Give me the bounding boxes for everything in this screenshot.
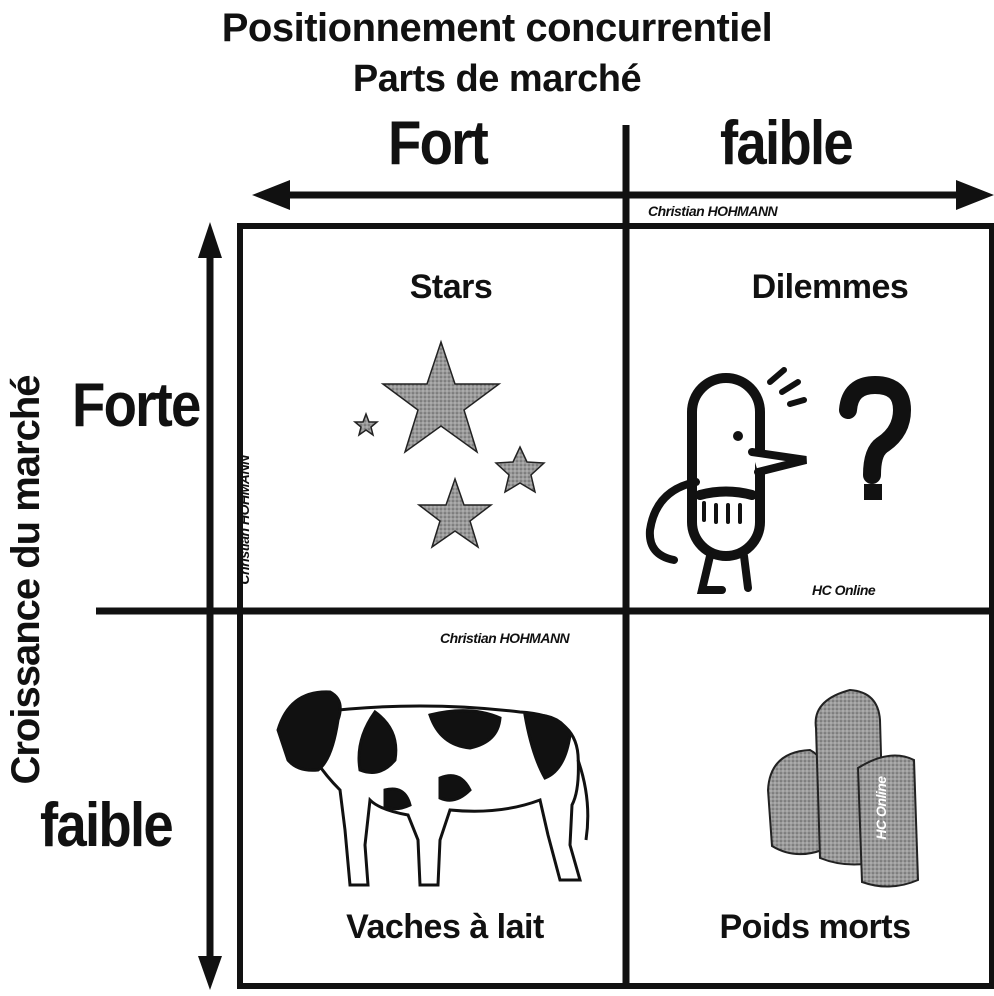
- y-axis-top-label: Forte: [72, 371, 201, 440]
- x-axis-right-label: faible: [720, 109, 854, 178]
- question-bird-icon: [645, 367, 912, 594]
- credit-trash-bag: HC Online: [873, 776, 889, 840]
- stars-icon: [352, 339, 546, 549]
- matrix-grid: [96, 125, 994, 989]
- credit-hc-online: HC Online: [812, 582, 876, 598]
- cow-icon: [276, 690, 590, 887]
- chart-title-line2: Parts de marché: [352, 58, 642, 100]
- quadrant-label-vaches-a-lait: Vaches à lait: [346, 908, 544, 946]
- trash-bags-icon: [766, 688, 920, 888]
- chart-title-line1: Positionnement concurrentiel: [221, 6, 773, 50]
- x-axis-left-label: Fort: [388, 109, 489, 178]
- quadrant-label-dilemmes: Dilemmes: [751, 268, 909, 306]
- y-axis-bottom-label: faible: [40, 791, 174, 860]
- credit-vertical: Christian HOHMANN: [236, 455, 252, 585]
- quadrant-label-stars: Stars: [409, 268, 493, 306]
- vertical-axis-arrow: [198, 222, 222, 990]
- credit-top: Christian HOHMANN: [648, 203, 778, 219]
- y-axis-title: Croissance du marché: [4, 375, 48, 785]
- credit-bottom-left: Christian HOHMANN: [440, 630, 570, 646]
- quadrant-label-poids-morts: Poids morts: [719, 908, 911, 946]
